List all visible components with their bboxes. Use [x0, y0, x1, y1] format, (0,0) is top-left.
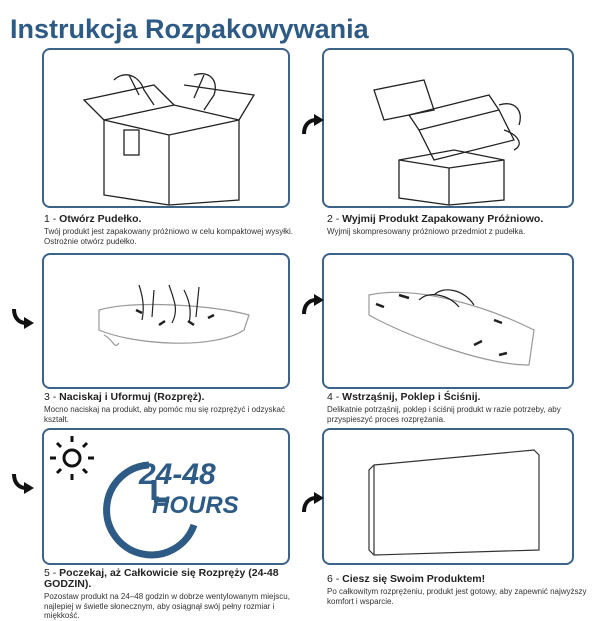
step-6-illustration — [322, 428, 574, 565]
finished-product-drawing — [368, 449, 540, 556]
step-heading: Otwórz Pudełko. — [59, 213, 142, 225]
step-number: 4 - — [327, 391, 343, 403]
step-description: Twój produkt jest zapakowany próżniowo w… — [44, 227, 293, 246]
step-4-illustration — [322, 253, 574, 389]
step-number: 6 - — [327, 573, 343, 585]
step-number: 2 - — [327, 213, 343, 225]
curved-arrow-icon — [302, 294, 324, 315]
step-2-caption: 2 - Wyjmij Produkt Zapakowany Próżniowo.… — [327, 214, 597, 237]
step-1-caption: 1 - Otwórz Pudełko. Twój produkt jest za… — [44, 214, 304, 246]
remove-product-drawing — [373, 79, 521, 206]
step-3-illustration — [42, 253, 290, 389]
step-2-illustration — [322, 48, 574, 208]
step-number: 1 - — [44, 213, 60, 225]
hours-unit: HOURS — [152, 492, 239, 519]
step-6-caption: 6 - Ciesz się Swoim Produktem! Po całkow… — [327, 574, 607, 606]
step-description: Delikatnie potrząśnij, poklep i ściśnij … — [327, 405, 561, 424]
step-5-illustration: 24-48 HOURS — [42, 428, 290, 565]
sun-icon — [50, 436, 94, 480]
step-heading: Poczekaj, aż Całkowicie się Rozpręży (24… — [44, 567, 279, 590]
step-3-caption: 3 - Naciskaj i Uformuj (Rozpręż). Mocno … — [44, 392, 304, 424]
step-heading: Wyjmij Produkt Zapakowany Próżniowo. — [342, 213, 544, 225]
shake-product-drawing — [368, 289, 535, 366]
hours-range: 24-48 — [139, 458, 216, 491]
step-number: 3 - — [44, 391, 60, 403]
step-heading: Ciesz się Swoim Produktem! — [342, 573, 486, 585]
step-heading: Naciskaj i Uformuj (Rozpręż). — [59, 391, 205, 403]
step-description: Pozostaw produkt na 24–48 godzin w dobrz… — [44, 592, 290, 620]
page-title: Instrukcja Rozpakowywania — [10, 14, 369, 44]
step-1-illustration — [42, 48, 290, 208]
curved-arrow-icon — [302, 114, 324, 135]
press-product-drawing — [98, 284, 250, 347]
curved-arrow-icon — [12, 308, 34, 329]
step-number: 5 - — [44, 567, 60, 579]
step-description: Wyjmij skompresowany próżniowo przedmiot… — [327, 227, 526, 236]
curved-arrow-icon — [12, 473, 34, 494]
step-description: Po całkowitym rozprężeniu, produkt jest … — [327, 587, 587, 606]
step-description: Mocno naciskaj na produkt, aby pomóc mu … — [44, 405, 285, 424]
step-heading: Wstrząśnij, Poklep i Ściśnij. — [342, 391, 481, 403]
step-5-caption: 5 - Poczekaj, aż Całkowicie się Rozpręży… — [44, 568, 309, 621]
open-box-drawing — [82, 73, 256, 206]
clock-icon — [103, 461, 198, 559]
step-4-caption: 4 - Wstrząśnij, Poklep i Ściśnij. Delika… — [327, 392, 607, 424]
curved-arrow-icon — [302, 492, 324, 513]
